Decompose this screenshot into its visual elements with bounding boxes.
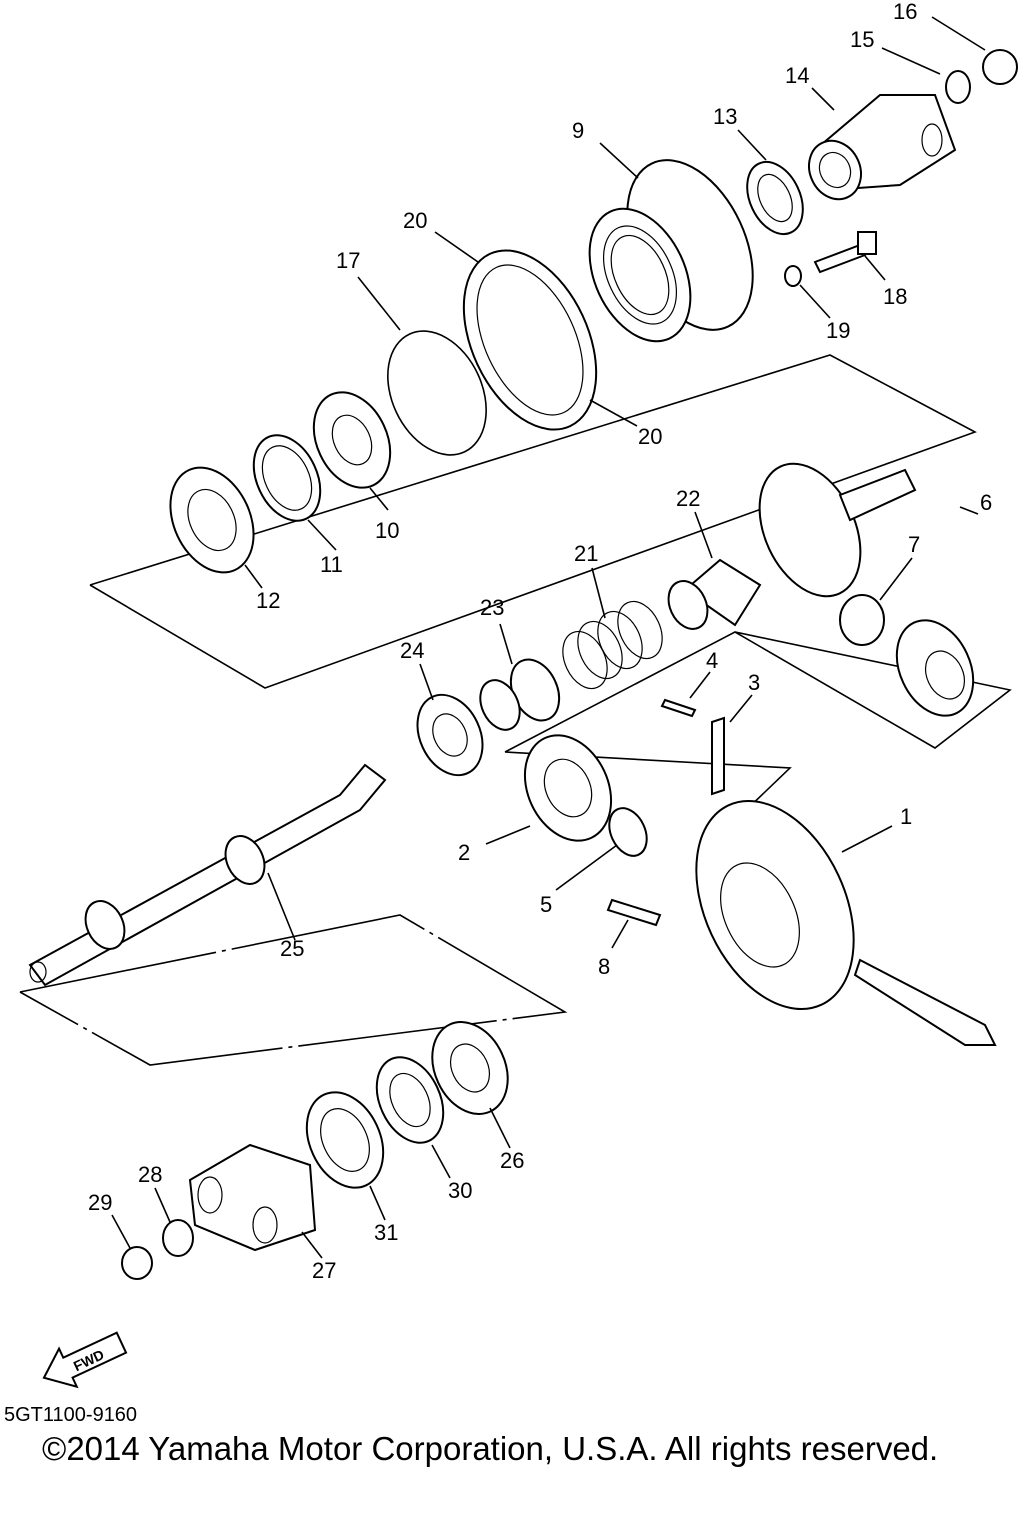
part-22-coupling (667, 558, 762, 630)
label-part-21: 21 (574, 541, 598, 566)
label-part-28: 28 (138, 1162, 162, 1187)
part-25-shaft (28, 763, 387, 987)
label-part-24: 24 (400, 638, 424, 663)
part-11-needle-bearing (252, 434, 322, 522)
part-19-washer (784, 265, 802, 287)
label-part-20b: 20 (638, 424, 662, 449)
label-part-13: 13 (713, 104, 737, 129)
label-part-20a: 20 (403, 208, 427, 233)
part-21-spring (562, 600, 663, 690)
part-13-seal (746, 160, 804, 236)
drive-shaft (853, 958, 997, 1046)
label-part-6: 6 (980, 490, 992, 515)
part-9-housing (588, 159, 754, 343)
label-part-30: 30 (448, 1178, 472, 1203)
label-part-1: 1 (900, 804, 912, 829)
label-part-8: 8 (598, 954, 610, 979)
part-3-plate (711, 716, 725, 796)
diagram-code: 5GT1100-9160 (4, 1404, 138, 1426)
part-15-washer (945, 70, 971, 104)
label-part-26: 26 (500, 1148, 524, 1173)
part-12-bearing (169, 466, 255, 574)
part-23-collar (479, 658, 561, 731)
label-part-17: 17 (336, 248, 360, 273)
label-part-29: 29 (88, 1190, 112, 1215)
part-6-gear-set (758, 462, 975, 717)
label-part-12: 12 (256, 588, 280, 613)
part-10-bearing (312, 391, 392, 489)
part-5-shim (608, 807, 648, 857)
part-29-nut (121, 1246, 153, 1280)
part-26-bearing (431, 1021, 509, 1115)
label-part-15: 15 (850, 27, 874, 52)
label-part-5: 5 (540, 892, 552, 917)
part-labels: 1 2 3 4 5 6 7 8 9 10 11 12 13 14 15 16 1… (88, 0, 992, 1283)
label-part-14: 14 (785, 63, 809, 88)
part-31-seal (305, 1091, 385, 1189)
part-1-housing (695, 800, 855, 1010)
label-part-18: 18 (883, 284, 907, 309)
label-part-7: 7 (908, 532, 920, 557)
label-part-16: 16 (893, 0, 917, 24)
label-part-27: 27 (312, 1258, 336, 1283)
label-part-4: 4 (706, 648, 718, 673)
part-28-washer (162, 1219, 194, 1257)
label-part-9: 9 (572, 118, 584, 143)
label-part-11: 11 (320, 552, 343, 577)
part-30-nut (375, 1056, 445, 1144)
label-part-3: 3 (748, 670, 760, 695)
label-part-25: 25 (280, 936, 304, 961)
part-4-screw (660, 698, 697, 718)
label-part-22: 22 (676, 486, 700, 511)
copyright-notice: ©2014 Yamaha Motor Corporation, U.S.A. A… (42, 1430, 939, 1467)
label-part-10: 10 (375, 518, 399, 543)
part-16-nut (982, 49, 1018, 85)
part-2-bearing (523, 734, 613, 842)
part-20-shim (462, 249, 598, 431)
assembly-outlines (19, 354, 1012, 1066)
part-14-yoke (808, 94, 957, 201)
fwd-arrow-icon: FWD (42, 1331, 128, 1389)
part-8-bolt (606, 898, 662, 927)
label-part-31: 31 (374, 1220, 398, 1245)
label-part-2: 2 (458, 840, 470, 865)
part-7-nut (839, 594, 885, 646)
label-part-23: 23 (480, 595, 504, 620)
leader-lines (111, 16, 986, 1259)
label-part-19: 19 (826, 318, 850, 343)
part-17-o-ring (387, 330, 487, 456)
part-18-bolt-head (857, 231, 877, 255)
part-27-yoke (188, 1143, 317, 1252)
part-24-bearing (416, 693, 484, 777)
